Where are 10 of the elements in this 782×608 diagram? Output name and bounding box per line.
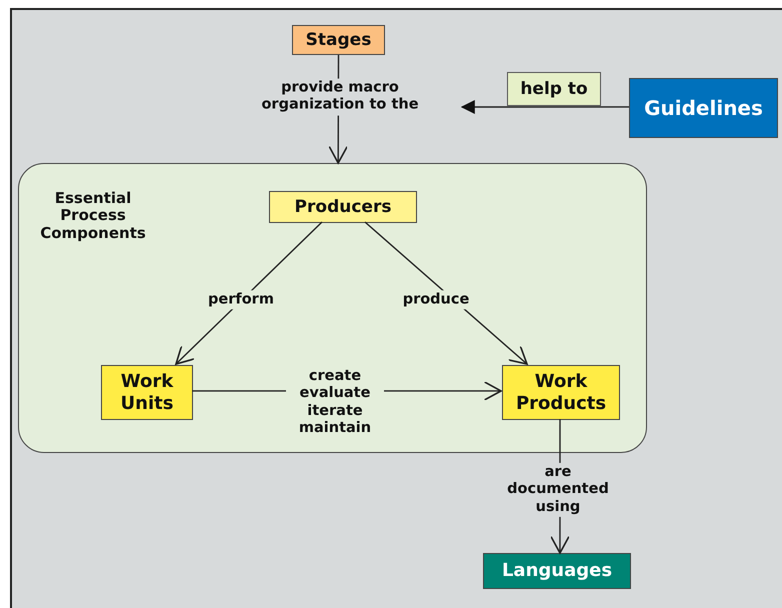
languages-box: Languages	[483, 553, 631, 589]
group-heading: Essential Process Components	[39, 190, 147, 242]
process-box: Work Products	[502, 365, 620, 420]
arrow	[460, 100, 629, 114]
edge-label: help to	[507, 72, 601, 106]
group-container	[18, 163, 647, 453]
process-box: Producers	[269, 191, 417, 223]
guidelines-box: Guidelines	[629, 78, 778, 138]
stages-box: Stages	[292, 25, 385, 55]
process-box: Work Units	[101, 365, 193, 420]
